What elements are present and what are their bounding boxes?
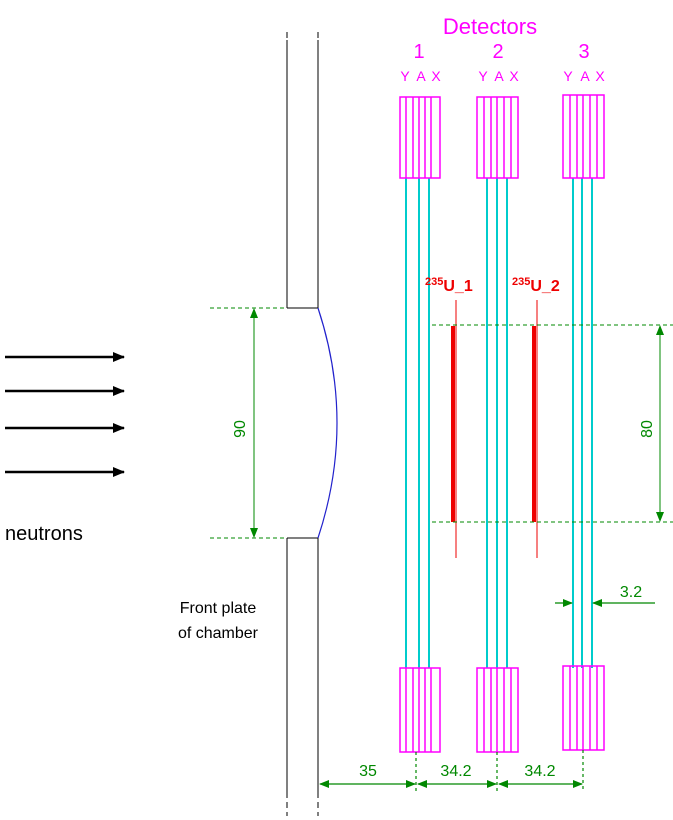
detector-1-wires xyxy=(405,178,430,668)
spacing-value-front-to-det1: 35 xyxy=(359,763,377,780)
spacing-value-det2-to-det3: 34.2 xyxy=(524,763,555,780)
target-u1-label: 235U_1 xyxy=(425,276,473,295)
plane-label-y: Y xyxy=(563,68,573,84)
neutrons-label: neutrons xyxy=(5,523,83,545)
diagram-title: Detectors xyxy=(443,14,537,39)
plane-label-a: A xyxy=(494,68,504,84)
target-u2 xyxy=(532,300,538,558)
detector-3-wires xyxy=(572,178,593,668)
detector-1-top-frame xyxy=(399,96,441,179)
spacing-value-det1-to-det2: 34.2 xyxy=(440,763,471,780)
plane-label-y: Y xyxy=(478,68,488,84)
chamber-front-plate xyxy=(286,32,319,816)
detector-2 xyxy=(476,96,519,753)
detector-number-2: 2 xyxy=(492,41,503,63)
target-u2-name: U_2 xyxy=(530,278,559,295)
detector-3 xyxy=(562,94,605,751)
detector-3-plane-labels: Y A X xyxy=(563,68,605,84)
window-height-dimension xyxy=(210,307,287,539)
plane-label-a: A xyxy=(580,68,590,84)
detector-gap-value: 3.2 xyxy=(620,584,642,601)
window-height-value: 90 xyxy=(232,420,249,438)
plane-label-y: Y xyxy=(400,68,410,84)
target-u2-label: 235U_2 xyxy=(512,276,560,295)
detector-number-3: 3 xyxy=(578,41,589,63)
front-plate-label-line1: Front plate xyxy=(180,600,257,617)
plane-label-a: A xyxy=(416,68,426,84)
neutron-beam-arrows xyxy=(5,352,125,477)
entrance-window xyxy=(317,307,338,539)
detector-2-top-frame xyxy=(476,96,519,179)
target-height-dimension xyxy=(432,324,673,523)
target-u2-mass: 235 xyxy=(512,276,530,288)
detector-3-top-frame xyxy=(562,94,605,179)
detector-number-1: 1 xyxy=(413,41,424,63)
target-u1-name: U_1 xyxy=(443,278,472,295)
target-u1 xyxy=(451,300,457,558)
detector-1-bottom-frame xyxy=(399,667,441,753)
target-height-value: 80 xyxy=(639,420,656,438)
detector-2-plane-labels: Y A X xyxy=(478,68,519,84)
spacing-dimensions xyxy=(319,750,584,792)
detector-1 xyxy=(399,96,441,753)
plane-label-x: X xyxy=(431,68,441,84)
detector-2-wires xyxy=(486,178,508,668)
plane-label-x: X xyxy=(595,68,605,84)
front-plate-label-line2: of chamber xyxy=(178,625,259,642)
detector-1-plane-labels: Y A X xyxy=(400,68,441,84)
target-u1-mass: 235 xyxy=(425,276,443,288)
plane-label-x: X xyxy=(509,68,519,84)
detector-3-bottom-frame xyxy=(562,665,605,751)
detector-2-bottom-frame xyxy=(476,667,519,753)
